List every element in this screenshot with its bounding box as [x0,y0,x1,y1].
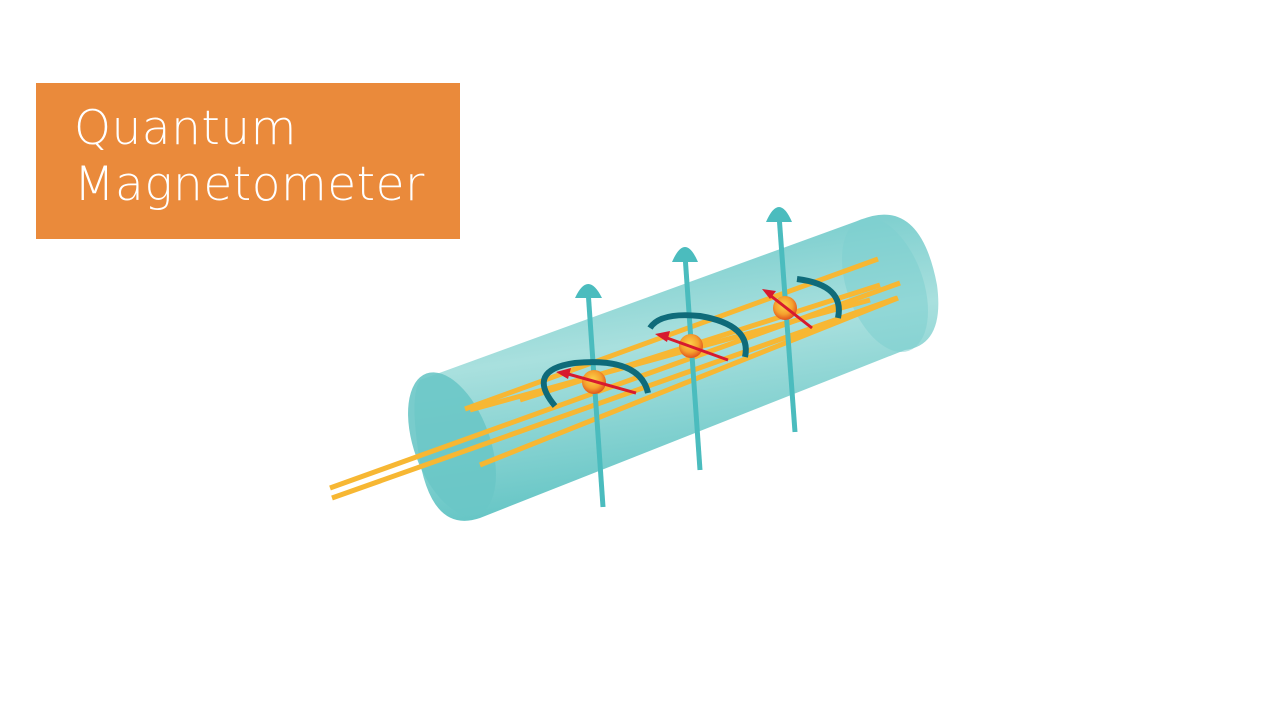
field-arrow-line [682,254,703,471]
field-arrow-line [776,214,798,433]
field-arrow-head-icon [766,207,792,222]
field-arrow-head-icon [672,247,698,262]
title-line-2: Magnetometer [74,157,425,212]
precession-arc [796,276,842,319]
atom-3 [762,207,842,433]
atom-2 [647,247,749,471]
field-arrow-line [585,289,606,508]
spin-arrow [567,372,637,395]
spin-arrow-head-icon [655,331,670,342]
atom-1 [540,284,651,508]
spin-arrow-head-icon [762,289,776,299]
precession-arc [540,359,651,408]
title-line-1: Quantum [74,101,297,156]
field-arrow-head-icon [575,284,602,298]
spin-arrow-head-icon [556,368,571,379]
spin-arrow [770,294,813,330]
spin-arrow [666,336,729,362]
title-banner: Quantum Magnetometer [36,83,460,239]
precession-arc [647,312,749,358]
